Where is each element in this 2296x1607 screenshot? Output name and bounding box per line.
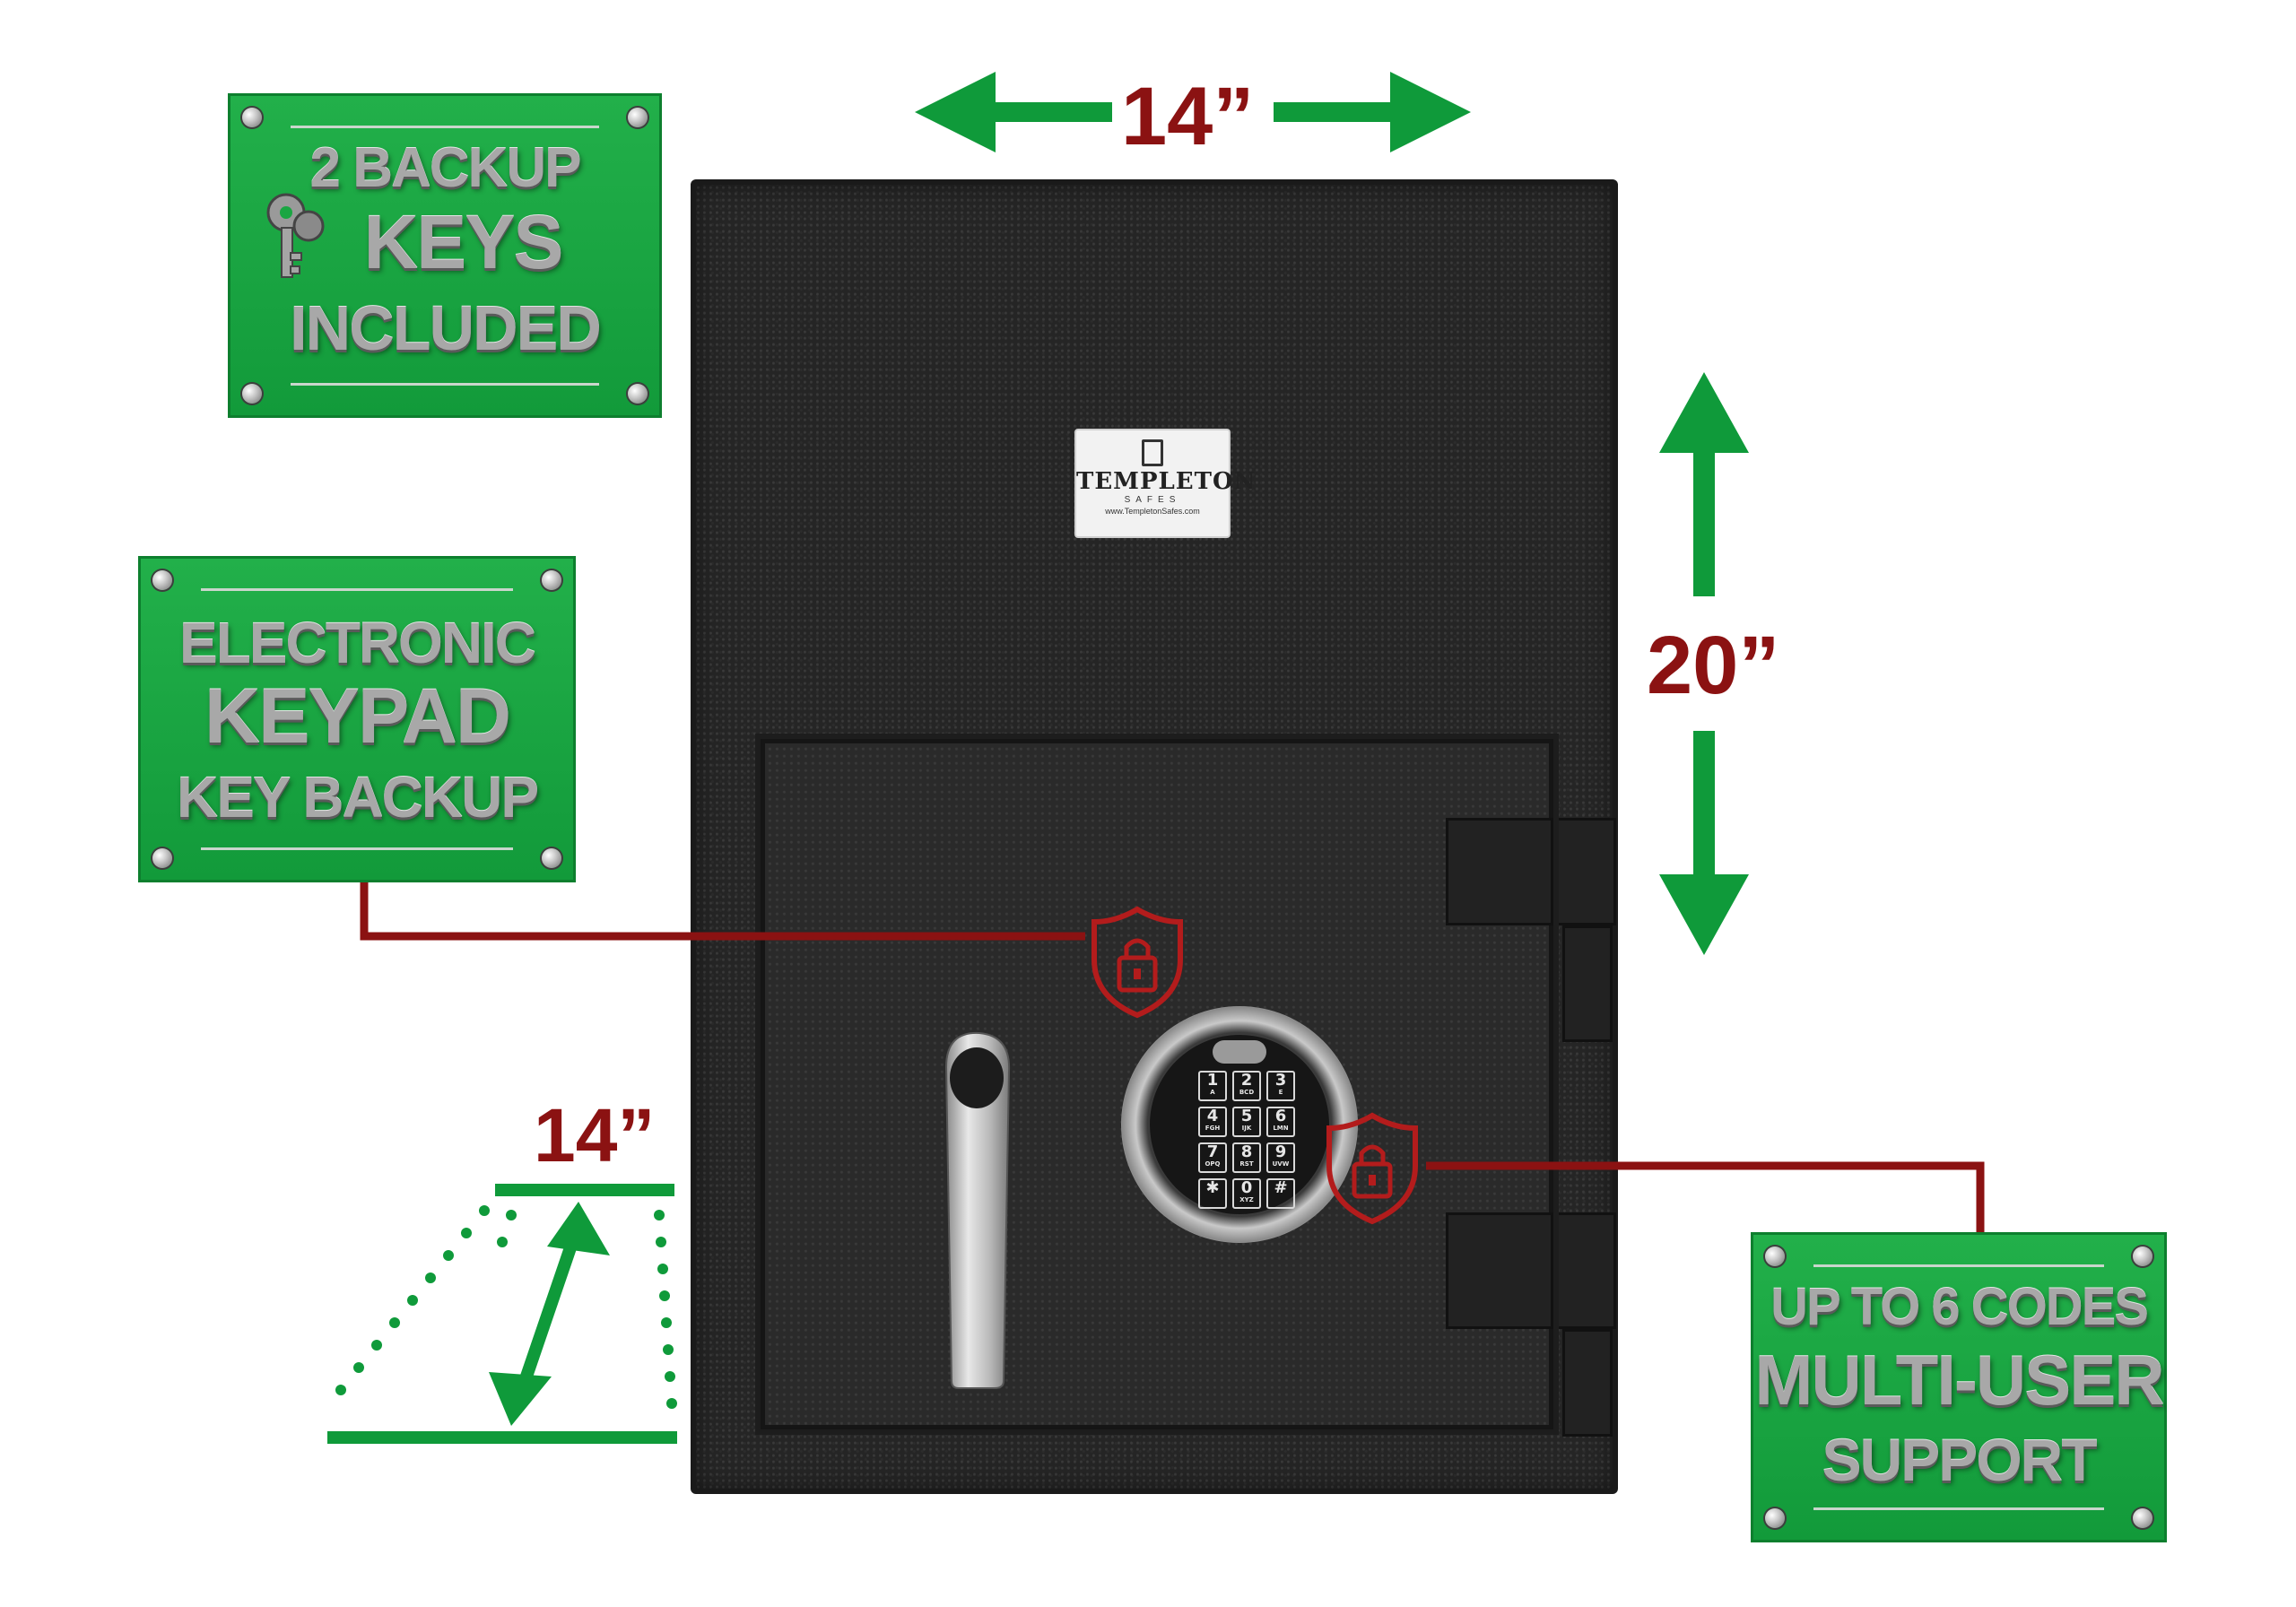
plaque-keys-line3: INCLUDED [290, 293, 602, 363]
hinge-top-leaf [1446, 818, 1553, 925]
plaque-keypad-line2: KEYPAD [204, 673, 511, 760]
keypad-key-letters: E [1278, 1089, 1283, 1096]
keypad-key[interactable]: ✱ [1198, 1178, 1227, 1209]
key-icon [266, 193, 325, 278]
keypad-key-letters: XYZ [1239, 1196, 1254, 1203]
brand-name: TEMPLETON [1076, 468, 1257, 495]
keypad-key-number: # [1274, 1178, 1288, 1197]
keypad-key-number: 3 [1274, 1071, 1287, 1090]
keypad-key-number: 7 [1206, 1142, 1219, 1161]
plaque-keypad-line1: ELECTRONIC [179, 611, 536, 675]
keypad-key-number: 9 [1274, 1142, 1287, 1161]
plaque-codes-line3: SUPPORT [1822, 1427, 2097, 1493]
plaque-codes-line2: MULTI-USER [1754, 1341, 2164, 1420]
keypad-key-number: 8 [1240, 1142, 1253, 1161]
depth-diagram [327, 1184, 677, 1444]
lock-shield-icon [1091, 906, 1183, 1019]
width-arrow [915, 72, 1471, 152]
brand-url: www.TempletonSafes.com [1105, 507, 1200, 516]
plaque-multi-user: UP TO 6 CODES MULTI-USER SUPPORT [1751, 1232, 2167, 1542]
brand-badge: TEMPLETON SAFES www.TempletonSafes.com [1076, 430, 1257, 536]
plaque-keypad-line3: KEY BACKUP [177, 765, 539, 830]
keypad-key-number: 4 [1206, 1107, 1219, 1125]
keypad-key-number: 5 [1240, 1107, 1253, 1125]
depth-label: 14” [534, 1093, 656, 1177]
keypad-sensor [1213, 1040, 1266, 1064]
brand-sub: SAFES [1124, 495, 1181, 505]
height-label: 20” [1647, 620, 1780, 711]
keypad-key-letters: RST [1239, 1160, 1254, 1168]
lock-shield-icon [1326, 1112, 1418, 1225]
keypad-key-number: 2 [1240, 1071, 1253, 1090]
hinge-top-post [1562, 925, 1613, 1042]
keypad-key-number: ✱ [1205, 1178, 1220, 1197]
width-label: 14” [1121, 71, 1255, 162]
hinge-bottom-post [1562, 1329, 1613, 1437]
height-arrow [1659, 372, 1749, 955]
brand-logo-icon [1142, 439, 1163, 466]
keypad-key[interactable]: # [1266, 1178, 1295, 1209]
keypad-key-number: 0 [1240, 1178, 1253, 1197]
plaque-backup-keys: 2 BACKUP KEYS INCLUDED [228, 93, 662, 418]
keypad-key-letters: OPQ [1205, 1160, 1221, 1168]
keypad-key-letters: LMN [1273, 1125, 1289, 1132]
plaque-keys-line1: 2 BACKUP [309, 137, 582, 199]
keypad-key-letters: BCD [1239, 1089, 1255, 1096]
hinge-bottom-leaf [1446, 1212, 1553, 1329]
plaque-electronic-keypad: ELECTRONIC KEYPAD KEY BACKUP [138, 556, 576, 882]
plaque-codes-line1: UP TO 6 CODES [1770, 1278, 2149, 1336]
keypad-key-letters: FGH [1205, 1125, 1221, 1132]
keypad-key-number: 1 [1206, 1071, 1219, 1090]
keypad-key-letters: UVW [1272, 1160, 1290, 1168]
keypad-key-letters: A [1210, 1089, 1215, 1096]
door-handle[interactable] [939, 1031, 1011, 1390]
keypad-key-number: 6 [1274, 1107, 1287, 1125]
keypad-key-letters: IJK [1241, 1125, 1252, 1132]
plaque-keys-line2: KEYS [363, 200, 564, 284]
